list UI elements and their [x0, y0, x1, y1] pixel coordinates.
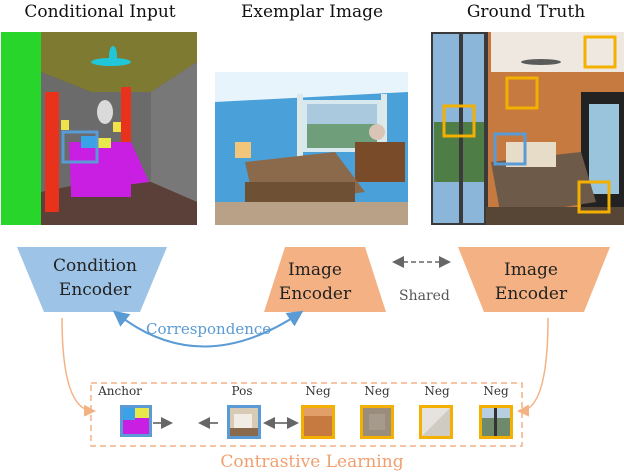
title-exemplar-image: Exemplar Image [240, 2, 384, 22]
image-encoder-2-label: Image Encoder [476, 258, 586, 306]
neg-thumbnail-3 [419, 405, 453, 439]
title-ground-truth: Ground Truth [466, 2, 586, 22]
pos-thumbnail [227, 405, 261, 439]
neg-label-4: Neg [483, 384, 509, 398]
title-conditional-input: Conditional Input [24, 2, 176, 22]
shared-label: Shared [399, 288, 450, 304]
image-encoder-1-line2: Encoder [278, 284, 352, 304]
pos-label: Pos [231, 384, 253, 398]
ground-truth-bedroom-image [431, 32, 624, 225]
image-encoder-2-line2: Encoder [494, 284, 568, 304]
contrastive-box [90, 382, 523, 447]
exemplar-bedroom-image [215, 32, 408, 225]
anchor-thumbnail [120, 405, 152, 437]
image-encoder-1-label: Image Encoder [260, 258, 370, 306]
condition-encoder-line1: Condition [53, 256, 137, 276]
condition-encoder-shape [17, 247, 167, 312]
neg-label-1: Neg [305, 384, 331, 398]
image-encoder-2-shape [458, 247, 610, 312]
image-encoder-1-line1: Image [288, 260, 342, 280]
neg-label-2: Neg [364, 384, 390, 398]
neg-thumbnail-1 [301, 405, 335, 439]
segmentation-map-image [1, 32, 197, 225]
correspondence-label: Correspondence [146, 320, 272, 338]
neg-label-3: Neg [424, 384, 450, 398]
neg-thumbnail-4 [479, 405, 513, 439]
neg-thumbnail-2 [360, 405, 394, 439]
condition-encoder-label: Condition Encoder [40, 254, 150, 302]
image-encoder-1-shape [264, 247, 386, 312]
image-encoder-2-line1: Image [504, 260, 558, 280]
contrastive-learning-label: Contrastive Learning [220, 452, 404, 472]
anchor-label: Anchor [98, 384, 142, 398]
condition-encoder-line2: Encoder [58, 280, 132, 300]
